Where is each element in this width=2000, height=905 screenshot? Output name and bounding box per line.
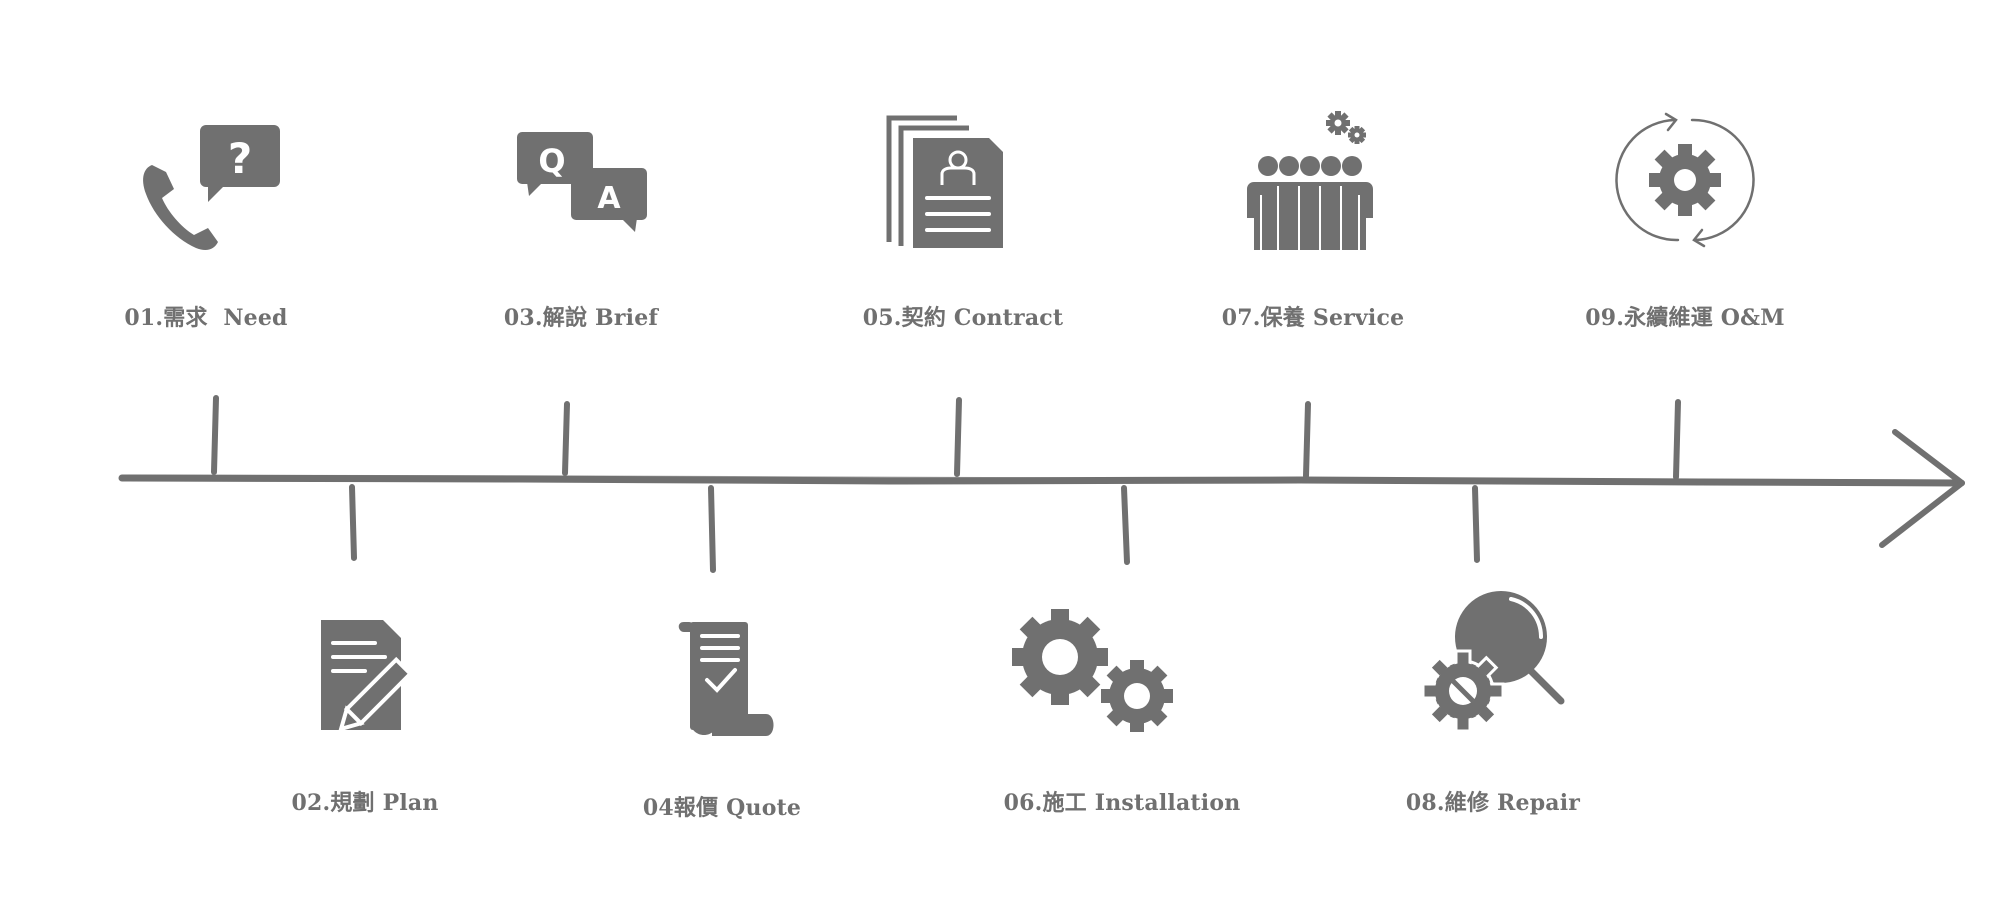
team-gears-icon — [1247, 111, 1373, 250]
step-05-contract: 05.契約 Contract — [813, 90, 1113, 360]
tick-02 — [349, 484, 357, 561]
step-label: 01.需求 Need — [124, 305, 288, 331]
step-label: 03.解說 Brief — [503, 305, 659, 331]
step-label: 04報價 Quote — [642, 795, 802, 821]
qa-bubbles-icon: Q A — [517, 132, 647, 232]
step-label: 07.保養 Service — [1221, 305, 1405, 331]
contract-documents-icon — [886, 115, 1003, 248]
step-label: 05.契約 Contract — [862, 305, 1064, 331]
tick-05 — [954, 397, 962, 477]
gear-magnifier-icon — [1421, 591, 1565, 733]
step-07-service: 07.保養 Service — [1163, 90, 1463, 360]
gears-icon — [1012, 609, 1173, 732]
tick-03 — [562, 401, 570, 476]
tick-07 — [1303, 401, 1311, 479]
tick-04 — [708, 485, 716, 573]
document-pencil-icon — [321, 620, 414, 732]
tick-06 — [1121, 485, 1130, 565]
svg-text:A: A — [597, 181, 621, 216]
cycle-gear-icon — [1615, 112, 1755, 248]
step-label: 06.施工 Installation — [1003, 790, 1241, 816]
tick-01 — [211, 395, 219, 475]
scroll-check-icon — [678, 622, 774, 736]
phone-question-icon: ? — [143, 125, 280, 250]
svg-text:Q: Q — [538, 142, 565, 180]
step-06-installation: 06.施工 Installation — [972, 575, 1272, 845]
step-label: 09.永續維運 O&M — [1585, 305, 1785, 331]
step-04-quote: 04報價 Quote — [572, 580, 872, 850]
step-08-repair: 08.維修 Repair — [1343, 575, 1643, 845]
tick-08 — [1472, 485, 1480, 563]
step-03-brief: Q A 03.解說 Brief — [431, 90, 731, 360]
step-02-plan: 02.規劃 Plan — [215, 575, 515, 845]
step-09-om: 09.永續維運 O&M — [1535, 90, 1835, 360]
step-01-need: ? 01.需求 Need — [56, 90, 356, 360]
step-label: 02.規劃 Plan — [291, 790, 439, 816]
step-label: 08.維修 Repair — [1405, 790, 1581, 816]
tick-09 — [1673, 399, 1681, 480]
svg-text:?: ? — [228, 134, 252, 183]
